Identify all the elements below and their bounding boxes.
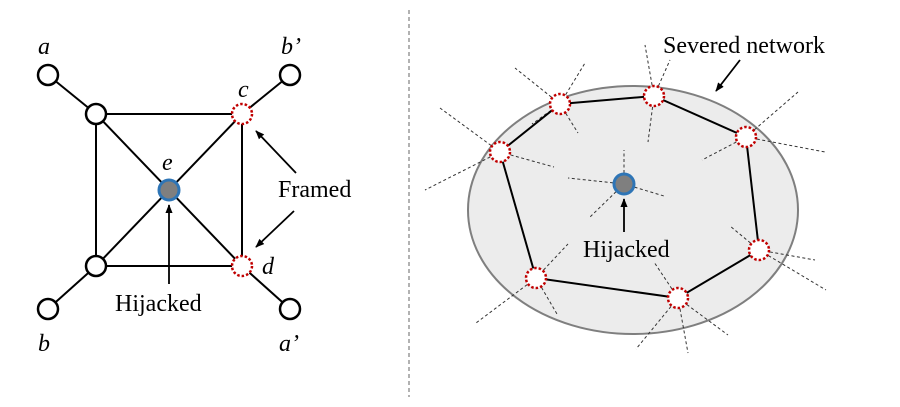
node-b	[36, 297, 60, 321]
label-c: c	[238, 77, 249, 103]
framed-annotation: Framed	[278, 177, 351, 203]
link	[514, 67, 561, 105]
link	[677, 297, 689, 354]
node-bottom-left	[84, 254, 108, 278]
link	[567, 177, 625, 185]
link	[745, 91, 799, 138]
label-a-prime: a’	[279, 331, 299, 357]
ring-edges	[498, 94, 761, 300]
link	[758, 249, 816, 261]
framed-node	[747, 238, 771, 262]
framed-arrow-up	[255, 130, 297, 174]
framed-node	[666, 286, 690, 310]
framed-nodes	[488, 84, 771, 310]
right-diagram: Hijacked Severed network	[424, 33, 827, 354]
framed-node	[524, 266, 548, 290]
left-diagram: a b’ c e d b a’ Framed Hijacked	[36, 34, 351, 357]
framed-node	[642, 84, 666, 108]
framed-arrow-down	[255, 210, 295, 248]
label-b: b	[38, 331, 50, 357]
hijacked-annotation-right: Hijacked	[583, 237, 670, 263]
node-a-prime	[278, 297, 302, 321]
label-d: d	[262, 254, 275, 280]
node-d-framed	[230, 254, 254, 278]
link	[635, 297, 679, 350]
hijacked-node-right	[612, 172, 636, 196]
label-b-prime: b’	[281, 34, 301, 60]
node-c-framed	[230, 102, 254, 126]
node-a	[36, 63, 60, 87]
link	[439, 107, 501, 153]
node-e-hijacked	[157, 178, 181, 202]
link	[758, 249, 827, 291]
link	[499, 151, 555, 168]
link	[677, 297, 729, 336]
link	[475, 277, 537, 324]
severed-network-arrow	[715, 59, 741, 92]
node-b-prime	[278, 63, 302, 87]
label-e: e	[162, 150, 173, 176]
severed-network-region	[467, 85, 799, 335]
severed-network-annotation: Severed network	[663, 33, 825, 59]
label-a: a	[38, 34, 50, 60]
link	[745, 136, 826, 153]
node-top-left	[84, 102, 108, 126]
framed-node	[548, 92, 572, 116]
framed-node	[734, 125, 758, 149]
framed-node	[488, 140, 512, 164]
hijacked-annotation-left: Hijacked	[115, 291, 202, 317]
